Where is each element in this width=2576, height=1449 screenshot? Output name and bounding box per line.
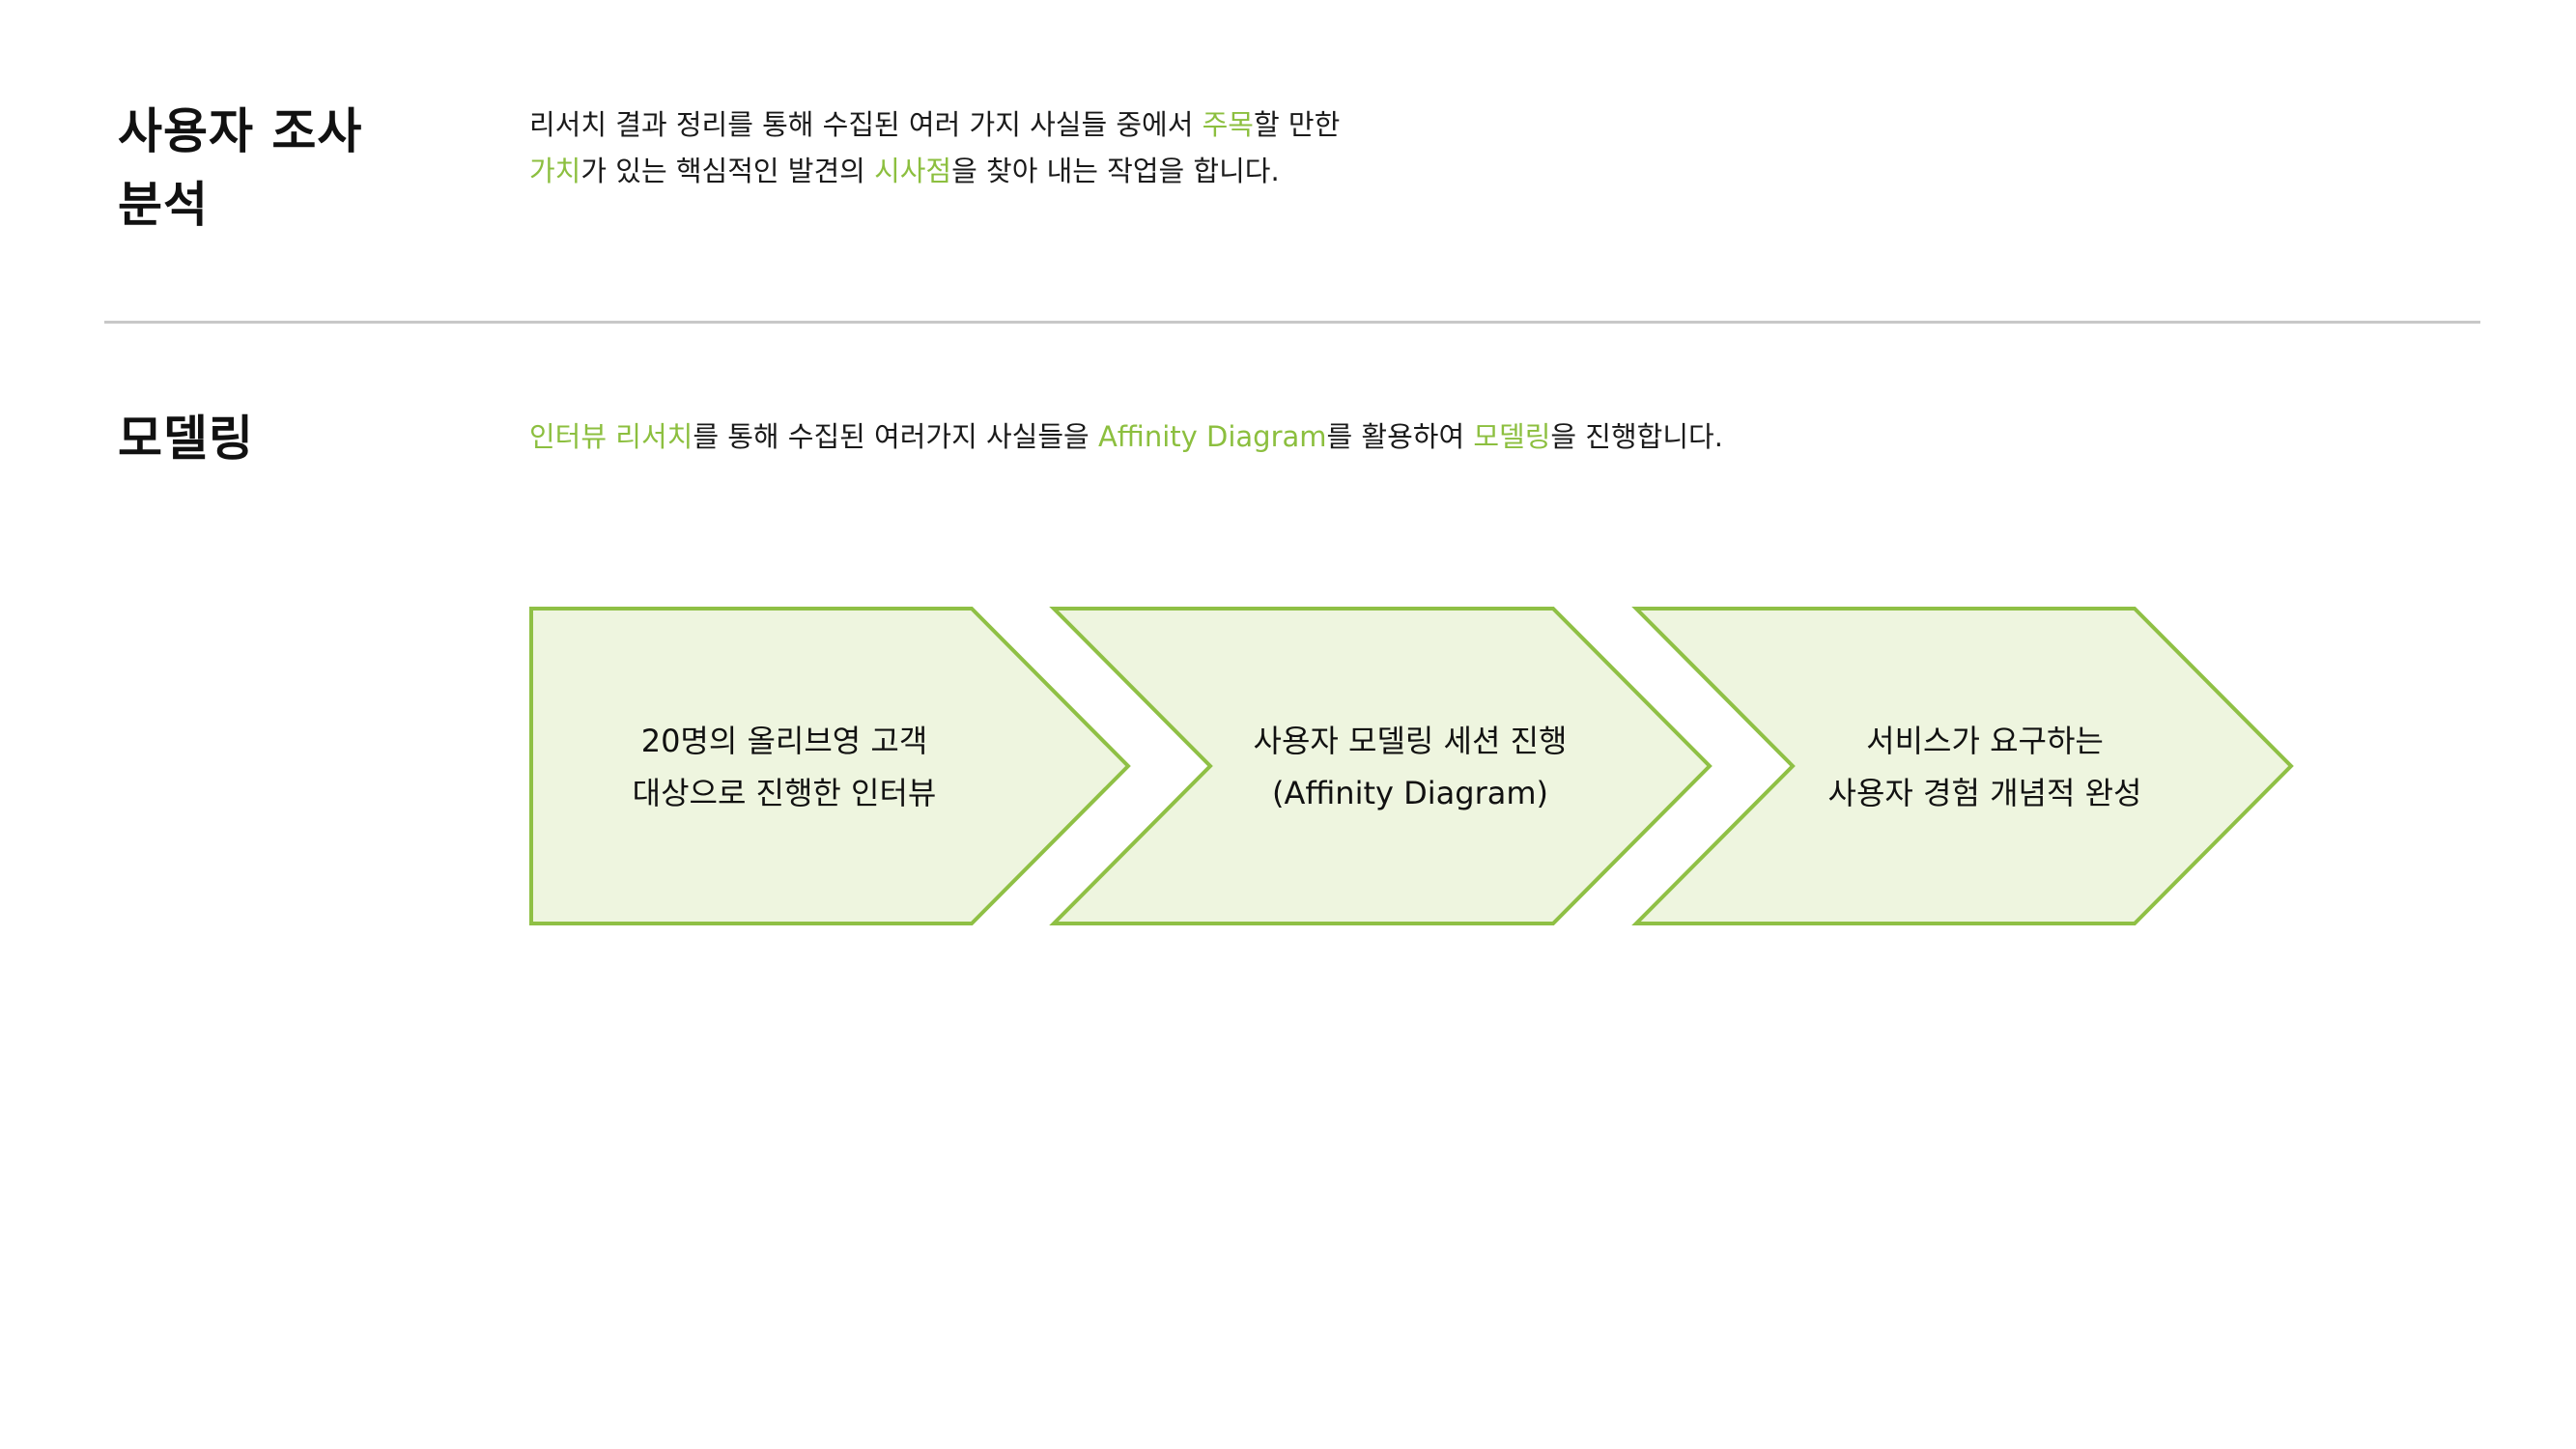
process-step-1-label: 20명의 올리브영 고객 대상으로 진행한 인터뷰 bbox=[514, 715, 1055, 819]
highlight-keyword: Affinity Diagram bbox=[1097, 420, 1327, 453]
description-line: 인터뷰 리서치를 통해 수집된 여러가지 사실들을 Affinity Diagr… bbox=[529, 413, 1723, 460]
section-description-modeling: 인터뷰 리서치를 통해 수집된 여러가지 사실들을 Affinity Diagr… bbox=[529, 413, 1723, 460]
section-title-research-analysis: 사용자 조사 분석 bbox=[118, 95, 362, 242]
process-step-3-label: 서비스가 요구하는 사용자 경험 개념적 완성 bbox=[1714, 715, 2255, 819]
step-label-line: 서비스가 요구하는 bbox=[1866, 723, 2104, 759]
section-title-line: 분석 bbox=[118, 177, 209, 233]
highlight-keyword: 인터뷰 리서치 bbox=[529, 420, 694, 453]
process-step-2-label: 사용자 모델링 세션 진행 (Affinity Diagram) bbox=[1140, 715, 1681, 819]
step-label-line: 대상으로 진행한 인터뷰 bbox=[632, 775, 937, 811]
description-text: 을 진행합니다. bbox=[1550, 420, 1723, 453]
description-text: 를 활용하여 bbox=[1326, 420, 1474, 453]
highlight-keyword: 주목 bbox=[1202, 108, 1254, 141]
description-line: 가치가 있는 핵심적인 발견의 시사점을 찾아 내는 작업을 합니다. bbox=[529, 148, 1340, 194]
section-title-line: 사용자 조사 bbox=[118, 103, 363, 159]
step-label-line: 사용자 모델링 세션 진행 bbox=[1253, 723, 1568, 759]
description-text: 가 있는 핵심적인 발견의 bbox=[580, 155, 875, 187]
description-text: 리서치 결과 정리를 통해 수집된 여러 가지 사실들 중에서 bbox=[529, 108, 1203, 141]
step-label-line: 20명의 올리브영 고객 bbox=[640, 723, 928, 759]
section-title-modeling: 모델링 bbox=[118, 402, 254, 475]
section-divider bbox=[104, 321, 2480, 324]
highlight-keyword: 모델링 bbox=[1473, 420, 1551, 453]
step-label-line: (Affinity Diagram) bbox=[1271, 775, 1548, 811]
section-title-line: 모델링 bbox=[118, 411, 254, 467]
highlight-keyword: 시사점 bbox=[874, 155, 952, 187]
description-text: 할 만한 bbox=[1253, 108, 1341, 141]
step-label-line: 사용자 경험 개념적 완성 bbox=[1827, 775, 2142, 811]
description-text: 를 통해 수집된 여러가지 사실들을 bbox=[693, 420, 1098, 453]
description-text: 을 찾아 내는 작업을 합니다. bbox=[951, 155, 1280, 187]
section-description-research-analysis: 리서치 결과 정리를 통해 수집된 여러 가지 사실들 중에서 주목할 만한 가… bbox=[529, 101, 1340, 194]
description-line: 리서치 결과 정리를 통해 수집된 여러 가지 사실들 중에서 주목할 만한 bbox=[529, 101, 1340, 148]
highlight-keyword: 가치 bbox=[529, 155, 581, 187]
